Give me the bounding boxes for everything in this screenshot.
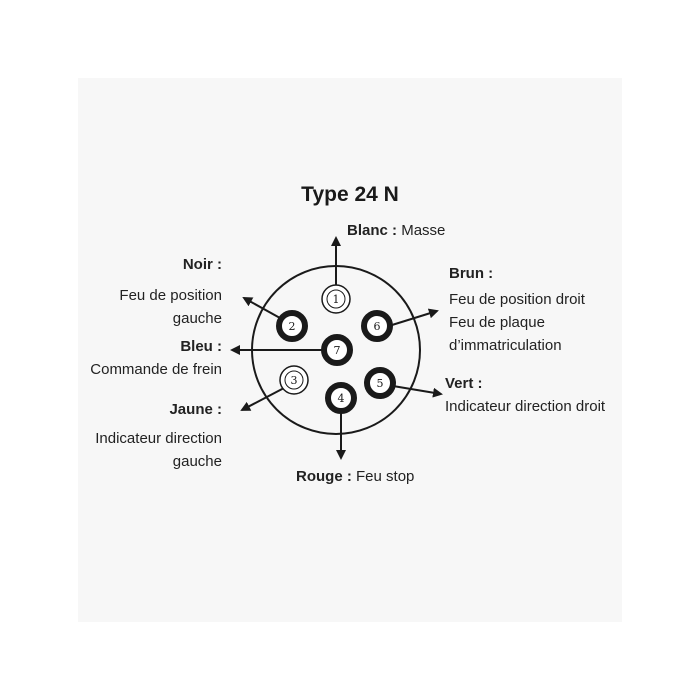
label-pin-3: Jaune : Indicateur direction gauche [95,398,222,473]
pin-2-number: 2 [289,320,296,333]
label-pin-3-function-line-1: Indicateur direction [95,430,222,447]
label-pin-1-color: Blanc [347,222,388,239]
label-pin-2-function-line-1: Feu de position [119,287,222,304]
pin-6: 6 [361,310,393,342]
label-pin-7-function: Commande de frein [90,361,222,378]
label-pin-6-function-line-2: Feu de plaque [449,314,545,331]
diagram-title: Type 24 N [301,183,399,206]
label-pin-6-function-line-3: d’immatriculation [449,337,562,354]
label-pin-7: Bleu : Commande de frein [90,335,222,381]
pin-3-number: 3 [291,374,298,387]
label-pin-4-color: Rouge [296,468,343,485]
pin-6-number: 6 [374,320,381,333]
label-pin-3-color: Jaune [169,401,213,418]
arrow-pin-5 [392,385,443,398]
label-pin-5-function: Indicateur direction droit [445,398,606,415]
label-pin-1-function: Masse [401,222,446,239]
label-pin-2: Noir : Feu de position gauche [119,253,222,330]
pin-4: 4 [325,382,357,414]
label-pin-2-function-line-2: gauche [172,310,222,327]
label-pin-3-function-line-2: gauche [172,453,222,470]
pin-1-number: 1 [333,293,340,306]
pin-5-number: 5 [377,377,384,390]
pin-3: 3 [279,365,309,395]
pin-5: 5 [364,367,396,399]
pin-7: 7 [321,334,353,366]
label-pin-5-color: Vert [445,375,474,392]
pin-1: 1 [321,284,351,314]
arrow-pin-2 [242,297,281,319]
pin-2: 2 [276,310,308,342]
label-pin-6: Brun : Feu de position droit Feu de plaq… [449,262,585,357]
pin-4-number: 4 [338,392,345,405]
label-pin-2-color: Noir [182,256,213,273]
arrow-pin-6 [391,308,439,326]
label-pin-4: Rouge : Feu stop [296,468,415,485]
pin-7-number: 7 [334,344,341,357]
label-pin-4-function: Feu stop [356,468,415,485]
label-pin-7-color: Bleu [180,338,213,355]
label-pin-6-color: Brun [449,265,484,282]
arrow-pin-3 [240,387,285,411]
label-pin-6-function-line-1: Feu de position droit [449,291,585,308]
label-pin-5: Vert : Indicateur direction droit [445,372,605,418]
label-pin-1: Blanc : Masse [347,222,446,239]
